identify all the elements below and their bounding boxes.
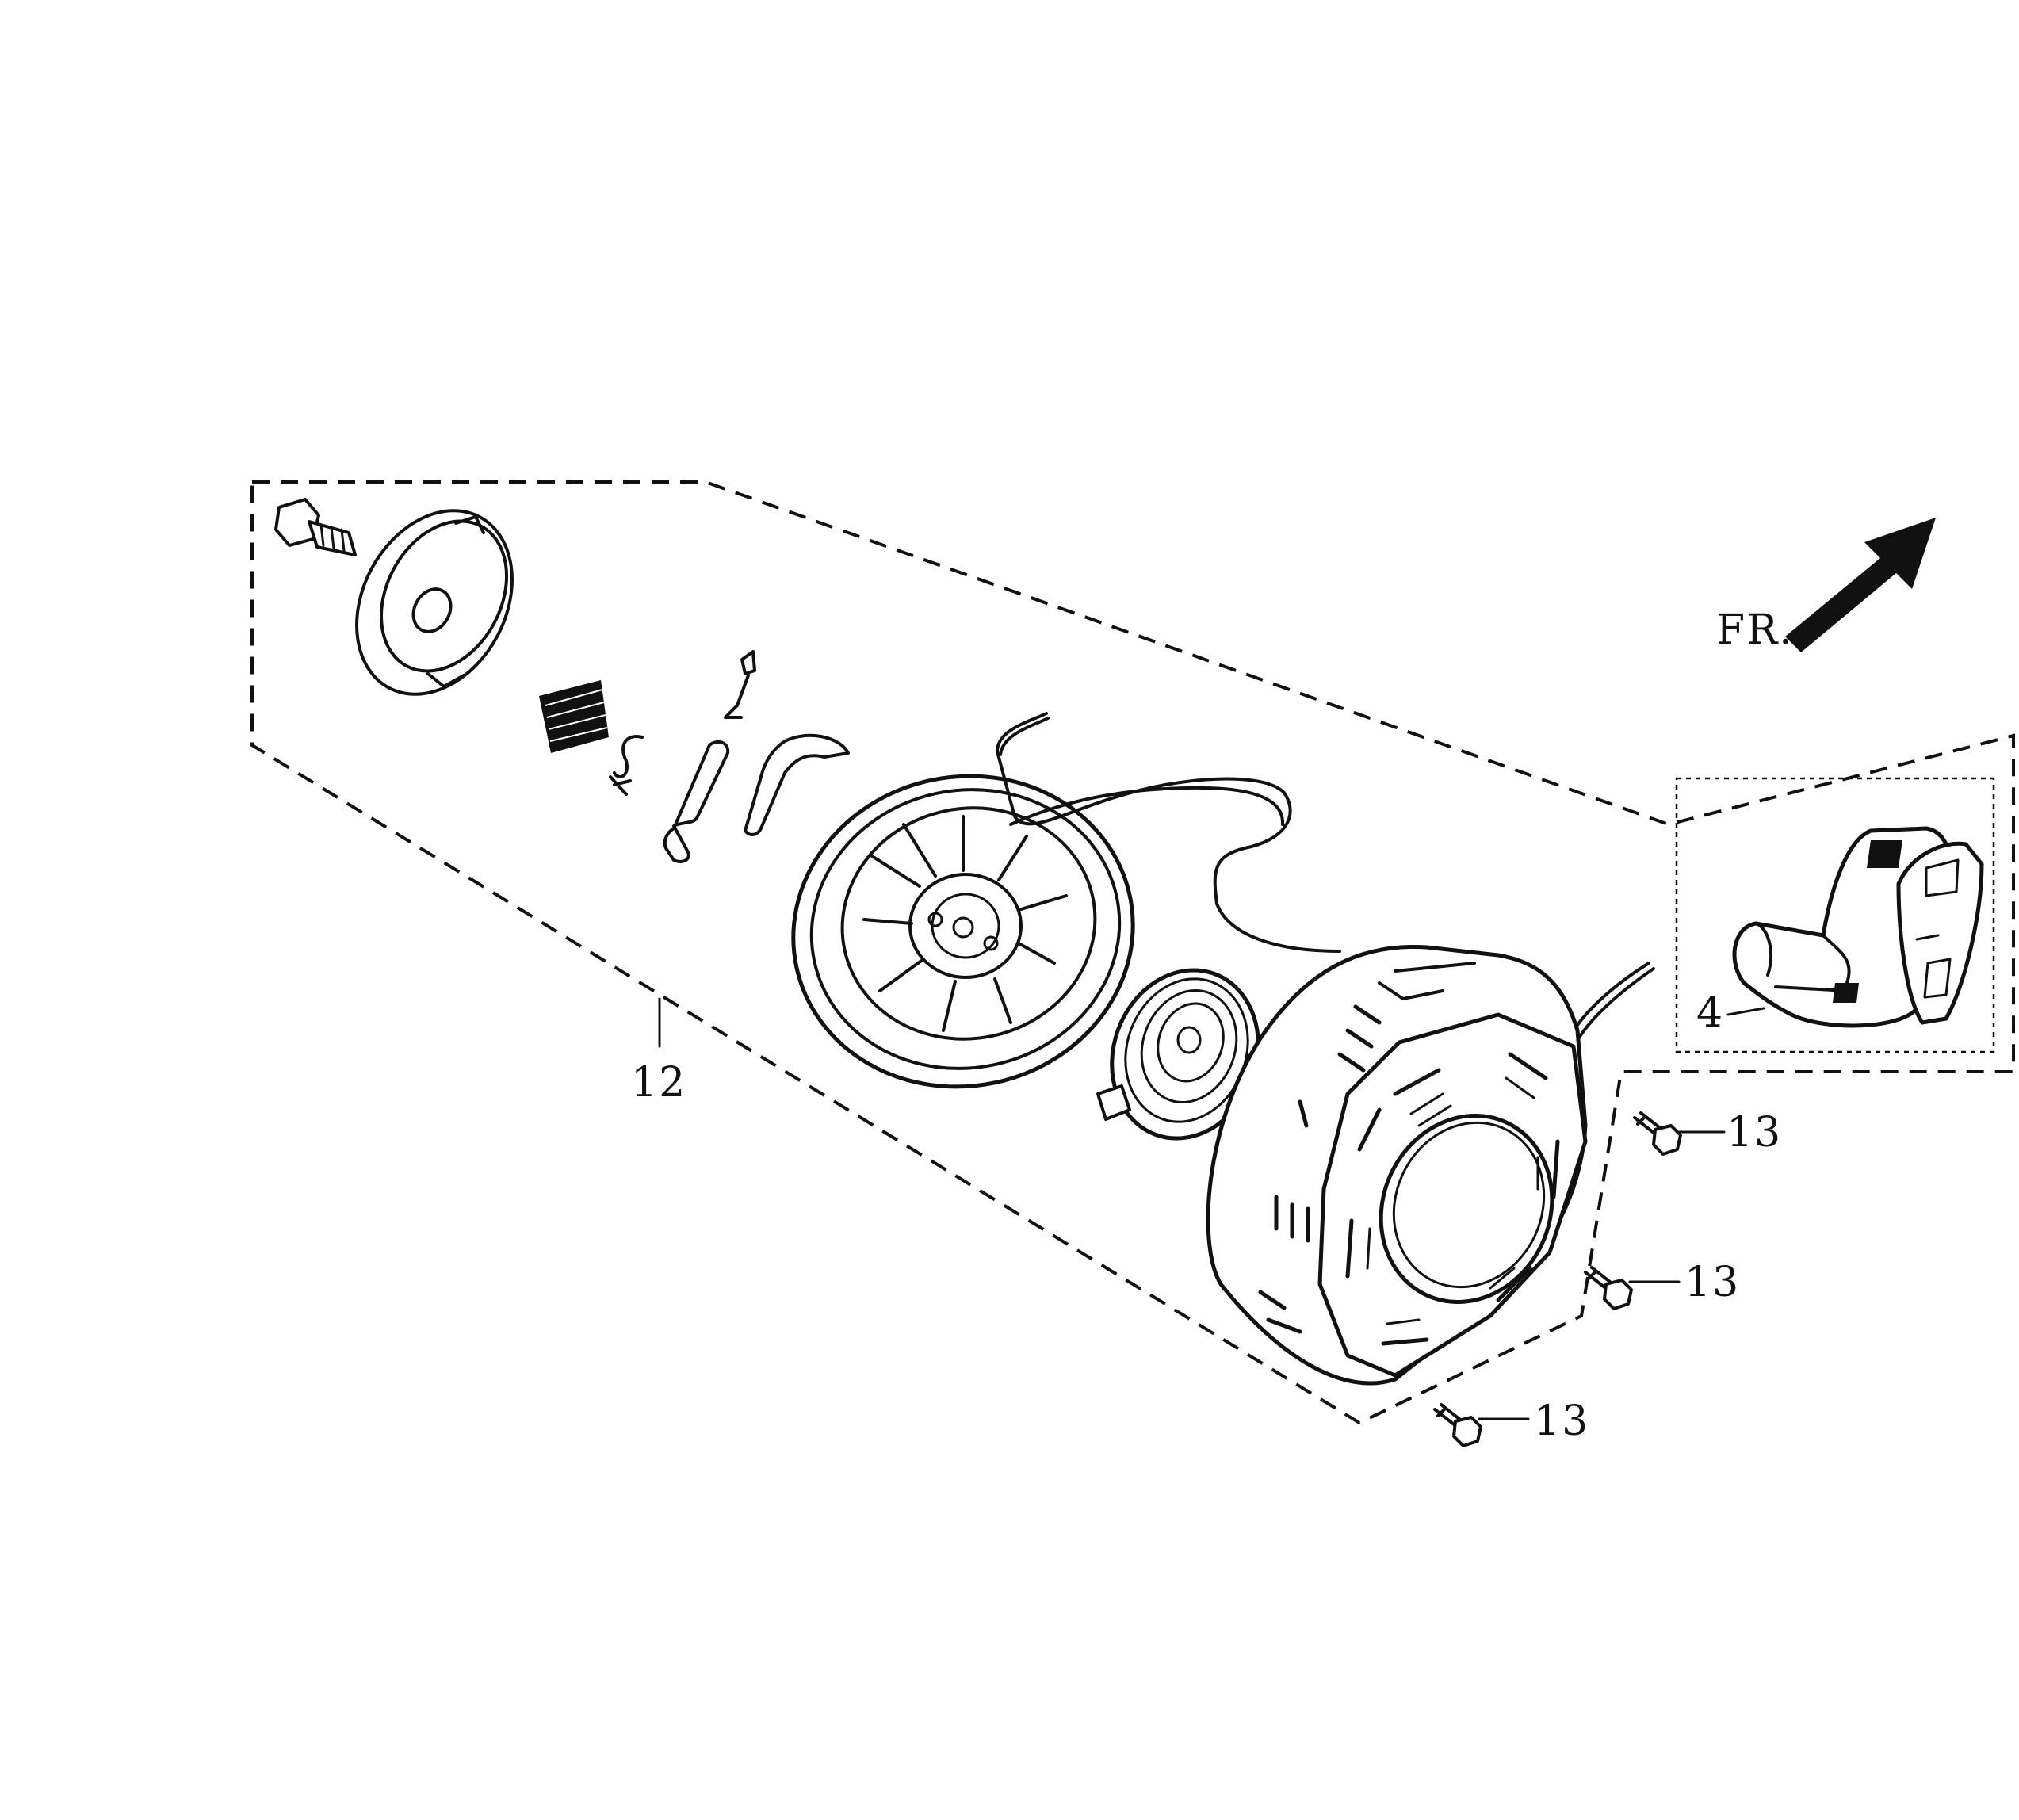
friction-spring <box>539 680 609 753</box>
pawl-spring <box>724 650 756 719</box>
rope-reel <box>791 774 1135 1089</box>
ratchet-pawl <box>663 740 730 863</box>
flange-bolt <box>274 498 357 556</box>
ratchet-plate <box>355 509 514 696</box>
ratchet-guide <box>744 733 850 836</box>
front-direction-label: FR. <box>1716 606 1794 654</box>
assembly-callout: 12 <box>631 1059 686 1107</box>
handle-leader <box>1726 1007 1765 1016</box>
housing-bolt-a <box>1633 1111 1682 1156</box>
starter-rope <box>996 712 1341 953</box>
grip-insert <box>1896 841 1984 1025</box>
housing-bolt-c <box>1433 1403 1482 1447</box>
starter-housing <box>1206 944 1588 1386</box>
bolt-c-callout: 13 <box>1534 1398 1589 1445</box>
recoil-spring <box>1096 968 1260 1141</box>
bolt-b-callout: 13 <box>1684 1259 1740 1306</box>
bolt-a-callout: 13 <box>1726 1109 1782 1157</box>
front-direction-arrow <box>1785 518 1936 652</box>
return-spring <box>609 735 644 796</box>
handle-callout: 4 <box>1696 989 1724 1037</box>
housing-bolt-b <box>1584 1266 1633 1310</box>
